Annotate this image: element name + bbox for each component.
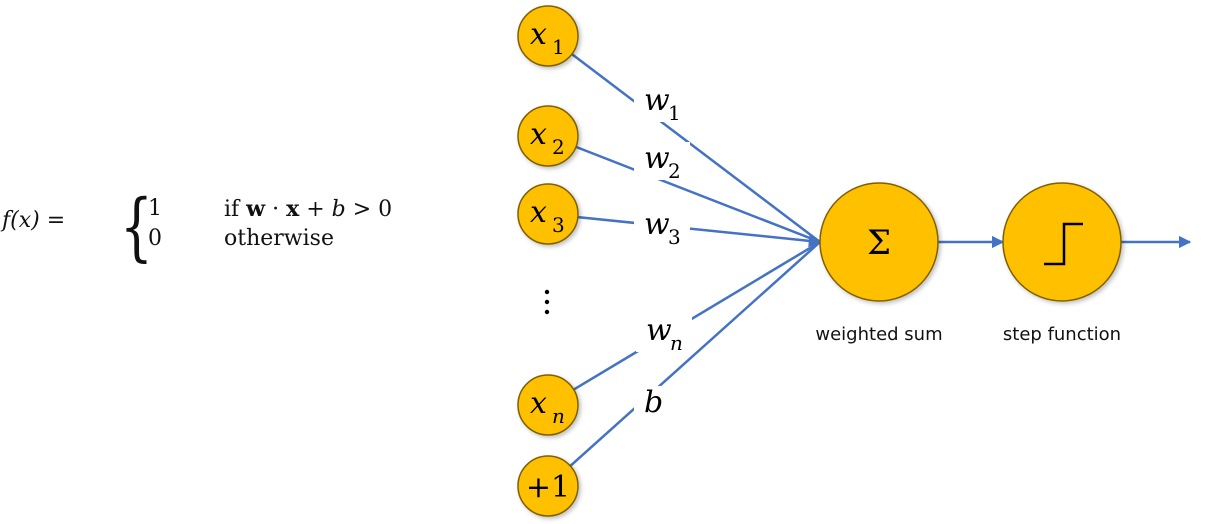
input-node-bias: +1 xyxy=(517,455,579,517)
weight-label-1: w1 xyxy=(634,83,690,125)
formula-case2-value: 0 xyxy=(148,226,162,251)
input-subscript: n xyxy=(552,404,565,428)
input-subscript: 3 xyxy=(552,213,565,237)
weight-symbol: w xyxy=(644,141,670,176)
step-node xyxy=(1002,182,1122,302)
formula-case1-condition: if w · x + b > 0 xyxy=(224,196,392,222)
formula-case2-condition: otherwise xyxy=(224,226,334,251)
sigma-icon: Σ xyxy=(867,223,891,263)
cond-dot: · xyxy=(265,197,287,222)
cond-w: w xyxy=(246,196,266,222)
sum-caption: weighted sum xyxy=(815,324,942,345)
step-caption: step function xyxy=(1003,324,1121,345)
weight-label-2: w2 xyxy=(634,141,690,183)
formula-lhs: f(x) = xyxy=(2,208,65,233)
ellipsis-icon xyxy=(544,289,550,315)
input-symbol: x xyxy=(530,17,547,52)
formula-lhs-text: f(x) = xyxy=(2,208,66,233)
bias-symbol: +1 xyxy=(526,470,570,505)
weight-subscript: 3 xyxy=(668,225,681,249)
cond-if: if xyxy=(224,197,247,222)
weight-subscript: 1 xyxy=(668,101,681,125)
weight-label-n: wn xyxy=(636,313,692,355)
cond-x: x xyxy=(286,196,300,222)
weight-symbol: b xyxy=(644,385,663,420)
edge-bias xyxy=(569,241,821,467)
edge-xn xyxy=(573,240,821,391)
edge-x2 xyxy=(575,145,821,244)
weight-symbol: w xyxy=(646,313,672,348)
edge-x3 xyxy=(577,215,822,248)
input-symbol: x xyxy=(530,117,547,152)
input-subscript: 2 xyxy=(552,135,565,159)
step-function-icon xyxy=(1044,222,1083,266)
input-subscript: 1 xyxy=(552,35,565,59)
input-symbol: x xyxy=(530,386,547,421)
cond-plus: + xyxy=(299,197,332,222)
cond-b: b xyxy=(331,197,346,222)
input-symbol: x xyxy=(530,195,547,230)
weight-label-b: b xyxy=(634,385,690,424)
weight-subscript: 2 xyxy=(668,159,681,183)
perceptron-formula: f(x) = { 1 if w · x + b > 0 0 otherwise xyxy=(2,190,422,286)
weight-symbol: w xyxy=(644,207,670,242)
cond-end: > 0 xyxy=(345,197,393,222)
weight-label-3: w3 xyxy=(634,207,690,249)
formula-case1-value: 1 xyxy=(148,196,162,221)
formula-brace: { xyxy=(120,184,153,270)
weight-symbol: w xyxy=(644,83,670,118)
edge-x1 xyxy=(571,53,821,243)
sum-node: Σ xyxy=(819,182,939,302)
weight-subscript: n xyxy=(670,331,683,355)
